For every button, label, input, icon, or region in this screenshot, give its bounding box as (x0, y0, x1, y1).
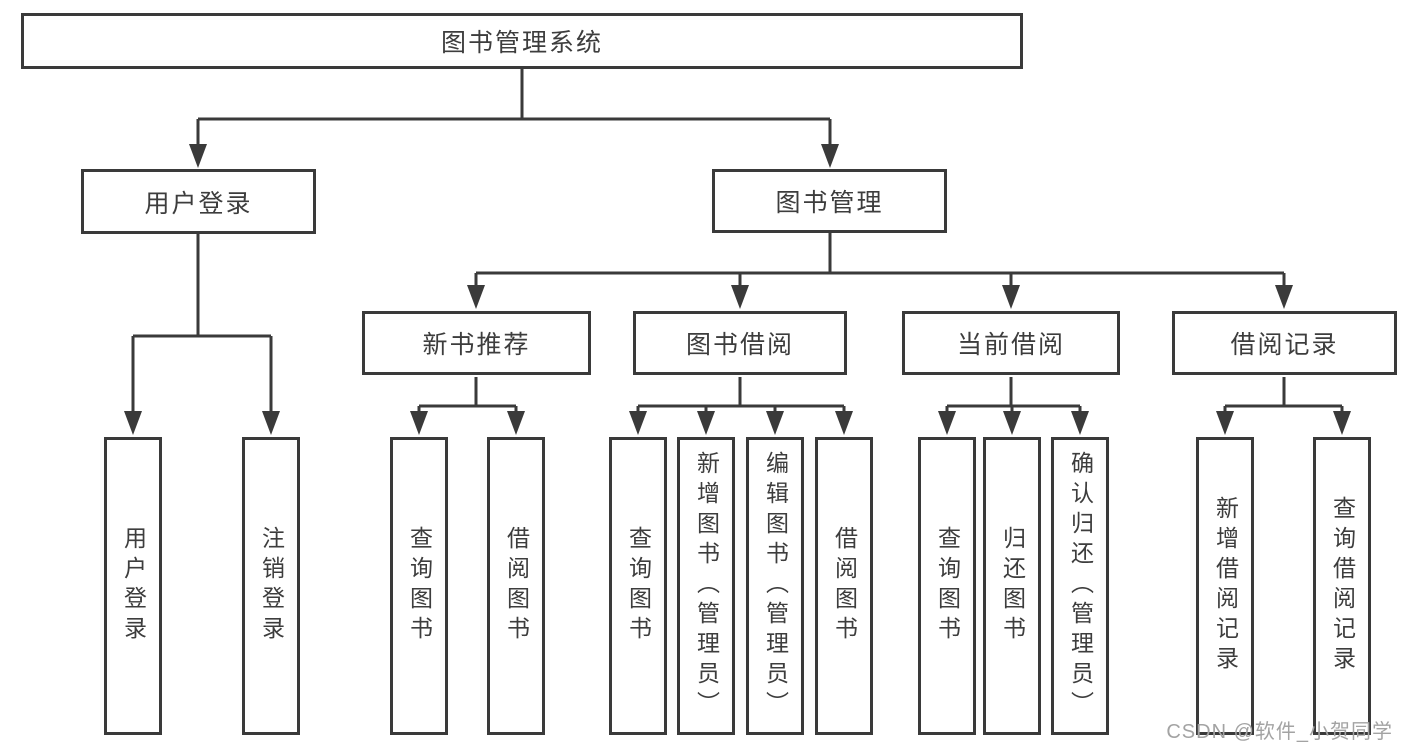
leaf-bb-borrow-books: 借阅图书 (815, 437, 873, 735)
leaf-br-query-record: 查询借阅记录 (1313, 437, 1371, 735)
node-current-borrow: 当前借阅 (902, 311, 1120, 375)
node-book-mgmt-label: 图书管理 (775, 189, 884, 217)
node-book-mgmt: 图书管理 (712, 169, 947, 233)
node-book-borrow-label: 图书借阅 (685, 331, 794, 359)
leaf-bb-edit-books-admin: 编辑图书（管理员） (746, 437, 804, 735)
leaf-rec-query-books: 查询图书 (390, 437, 448, 735)
leaf-cb-return-books-label: 归还图书 (999, 526, 1026, 646)
leaf-bb-borrow-books-label: 借阅图书 (831, 526, 858, 646)
leaf-rec-borrow-books: 借阅图书 (487, 437, 545, 735)
leaf-user-login-label: 用户登录 (120, 526, 147, 646)
node-borrow-records-label: 借阅记录 (1230, 331, 1339, 359)
leaf-rec-query-books-label: 查询图书 (406, 526, 433, 646)
leaf-bb-query-books: 查询图书 (609, 437, 667, 735)
leaf-rec-borrow-books-label: 借阅图书 (503, 526, 530, 646)
leaf-logout: 注销登录 (242, 437, 300, 735)
leaf-cb-return-books: 归还图书 (983, 437, 1041, 735)
connector-root-to-level2 (189, 69, 839, 168)
node-new-book-rec-label: 新书推荐 (422, 331, 531, 359)
connector-user-login-children (124, 234, 280, 435)
leaf-bb-edit-books-admin-label: 编辑图书（管理员） (762, 451, 789, 721)
leaf-br-query-record-label: 查询借阅记录 (1329, 496, 1356, 676)
leaf-logout-label: 注销登录 (258, 526, 285, 646)
leaf-bb-add-books-admin-label: 新增图书（管理员） (693, 451, 720, 721)
connector-book-borrow-children (629, 377, 853, 435)
node-new-book-rec: 新书推荐 (362, 311, 591, 375)
csdn-watermark: CSDN @软件_小贺同学 (1166, 721, 1393, 743)
node-root-label: 图书管理系统 (440, 29, 603, 57)
node-current-borrow-label: 当前借阅 (956, 331, 1065, 359)
node-user-login: 用户登录 (81, 169, 316, 234)
leaf-bb-query-books-label: 查询图书 (625, 526, 652, 646)
leaf-cb-query-books-label: 查询图书 (934, 526, 961, 646)
leaf-cb-query-books: 查询图书 (918, 437, 976, 735)
node-borrow-records: 借阅记录 (1172, 311, 1397, 375)
leaf-cb-confirm-return-admin: 确认归还（管理员） (1051, 437, 1109, 735)
leaf-user-login: 用户登录 (104, 437, 162, 735)
node-book-borrow: 图书借阅 (633, 311, 847, 375)
leaf-br-add-record: 新增借阅记录 (1196, 437, 1254, 735)
connector-new-book-rec-children (410, 377, 525, 435)
connector-borrow-records-children (1216, 377, 1351, 435)
connector-book-mgmt-children (467, 233, 1293, 309)
node-root: 图书管理系统 (21, 13, 1023, 69)
leaf-br-add-record-label: 新增借阅记录 (1212, 496, 1239, 676)
node-user-login-label: 用户登录 (144, 189, 253, 218)
leaf-cb-confirm-return-admin-label: 确认归还（管理员） (1067, 451, 1094, 721)
connector-current-borrow-children (938, 377, 1089, 435)
leaf-bb-add-books-admin: 新增图书（管理员） (677, 437, 735, 735)
